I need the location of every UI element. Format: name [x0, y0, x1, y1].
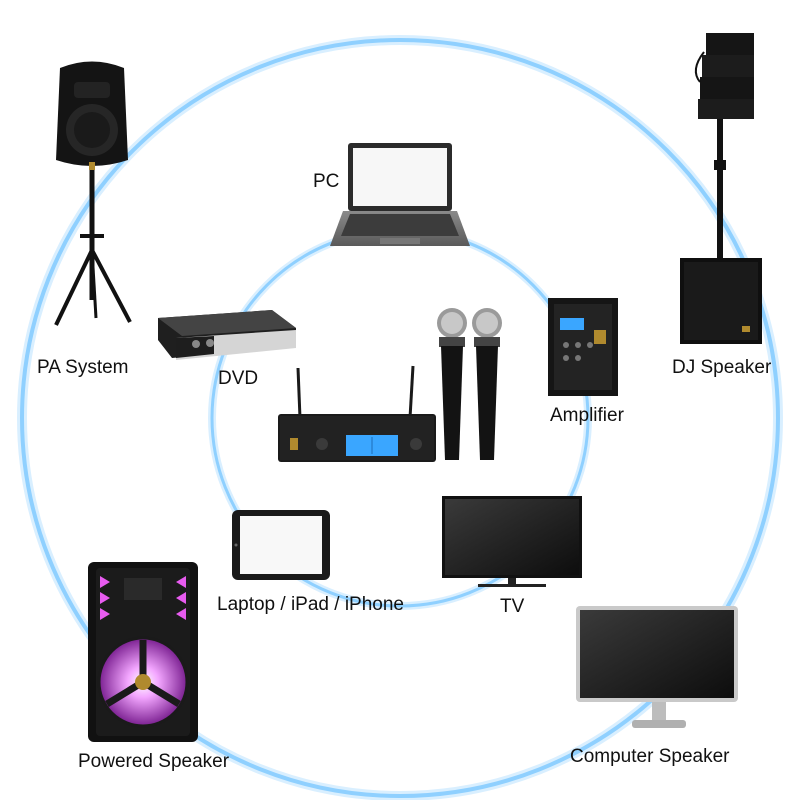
label-pa-system: PA System [37, 357, 129, 378]
microphone-left-icon [437, 308, 467, 460]
label-amplifier: Amplifier [550, 405, 624, 426]
laptop-pc-icon [330, 143, 470, 246]
microphone-right-icon [472, 308, 502, 460]
mic-receiver-icon [278, 365, 436, 462]
amplifier-icon [548, 298, 618, 396]
outer-ring [17, 35, 783, 800]
dvd-player-icon [158, 310, 296, 360]
dj-speaker-icon [680, 33, 762, 344]
computer-monitor-icon [576, 606, 738, 728]
label-computer-speaker: Computer Speaker [570, 746, 730, 767]
label-dj-speaker: DJ Speaker [672, 357, 772, 378]
tv-icon [442, 496, 582, 587]
label-laptop-ipad-iphone: Laptop / iPad / iPhone [217, 594, 404, 615]
label-pc: PC [313, 171, 340, 192]
powered-speaker-icon [88, 562, 198, 742]
label-powered-speaker: Powered Speaker [78, 751, 230, 772]
pa-speaker-icon [54, 61, 132, 326]
label-tv: TV [500, 596, 525, 617]
tablet-icon [232, 510, 330, 580]
label-dvd: DVD [218, 368, 259, 389]
